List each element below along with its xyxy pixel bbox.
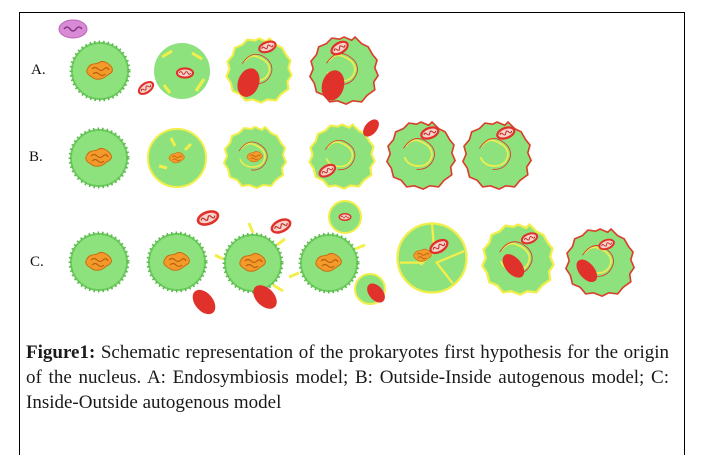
cell-icon <box>288 232 366 294</box>
cell-icon <box>354 273 386 305</box>
mitochondrion-icon <box>363 119 379 137</box>
row-c-stages <box>68 200 635 315</box>
mitochondrion-icon <box>192 289 216 315</box>
cell-icon <box>214 222 286 294</box>
figure-frame <box>19 12 685 455</box>
row-b-stages <box>68 119 532 190</box>
archaeon-icon <box>58 19 88 39</box>
row-label-b: B. <box>29 149 43 165</box>
row-a-stages <box>69 36 379 105</box>
row-label-a: A. <box>31 62 46 78</box>
row-label-c: C. <box>30 254 44 270</box>
cell-icon <box>328 200 362 234</box>
cell-icon <box>396 222 468 294</box>
cell-icon <box>147 128 207 188</box>
figure-caption: Figure1: Schematic representation of the… <box>26 340 669 415</box>
caption-text: Schematic representation of the prokaryo… <box>26 342 669 413</box>
mitochondrion-icon <box>253 285 277 309</box>
cell-icon <box>481 223 555 296</box>
cell-icon <box>154 43 210 99</box>
caption-label: Figure1: <box>26 342 96 363</box>
cell-icon <box>565 228 635 297</box>
